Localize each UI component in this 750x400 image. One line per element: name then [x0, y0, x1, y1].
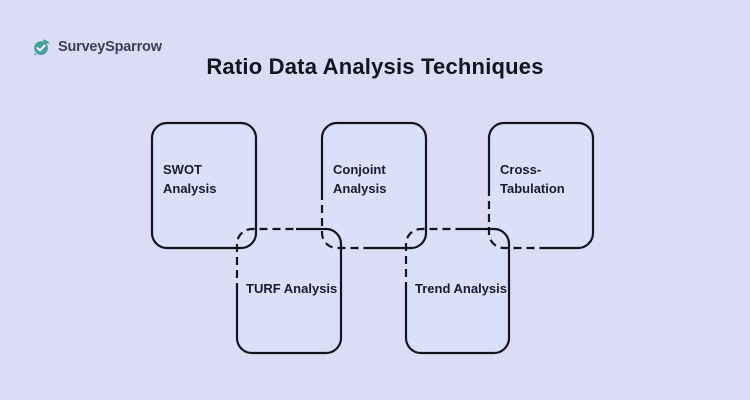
turf-box-outline-solid [235, 227, 343, 355]
trend-box-outline-dashed [404, 227, 459, 290]
turf-box-outline-dashed [235, 227, 296, 291]
conjoint-analysis-label: Conjoint Analysis [333, 161, 387, 196]
conjoint-box-outline-dashed [320, 192, 370, 250]
crosstab-box-outline-dashed [487, 188, 541, 250]
brand-name: SurveySparrow [58, 39, 162, 55]
swot-box-outline [150, 121, 258, 250]
crosstab-box [489, 123, 593, 248]
swot-box [152, 123, 256, 248]
trend-box-outline-solid [404, 227, 511, 355]
swot-analysis-label: SWOT Analysis [163, 161, 217, 196]
page-title: Ratio Data Analysis Techniques [206, 54, 544, 79]
sparrow-check-icon [33, 39, 50, 56]
turf-analysis-label: TURF Analysis [246, 280, 338, 296]
crosstab-box-outline-solid [487, 121, 595, 250]
trend-box [406, 229, 509, 353]
conjoint-box-outline-solid [320, 121, 428, 250]
brand-logo: SurveySparrow [31, 37, 162, 57]
turf-box [237, 229, 341, 353]
conjoint-box [322, 123, 426, 248]
cross-tabulation-label: Cross-Tabulation [500, 161, 565, 196]
trend-analysis-label: Trend Analysis [415, 280, 507, 296]
